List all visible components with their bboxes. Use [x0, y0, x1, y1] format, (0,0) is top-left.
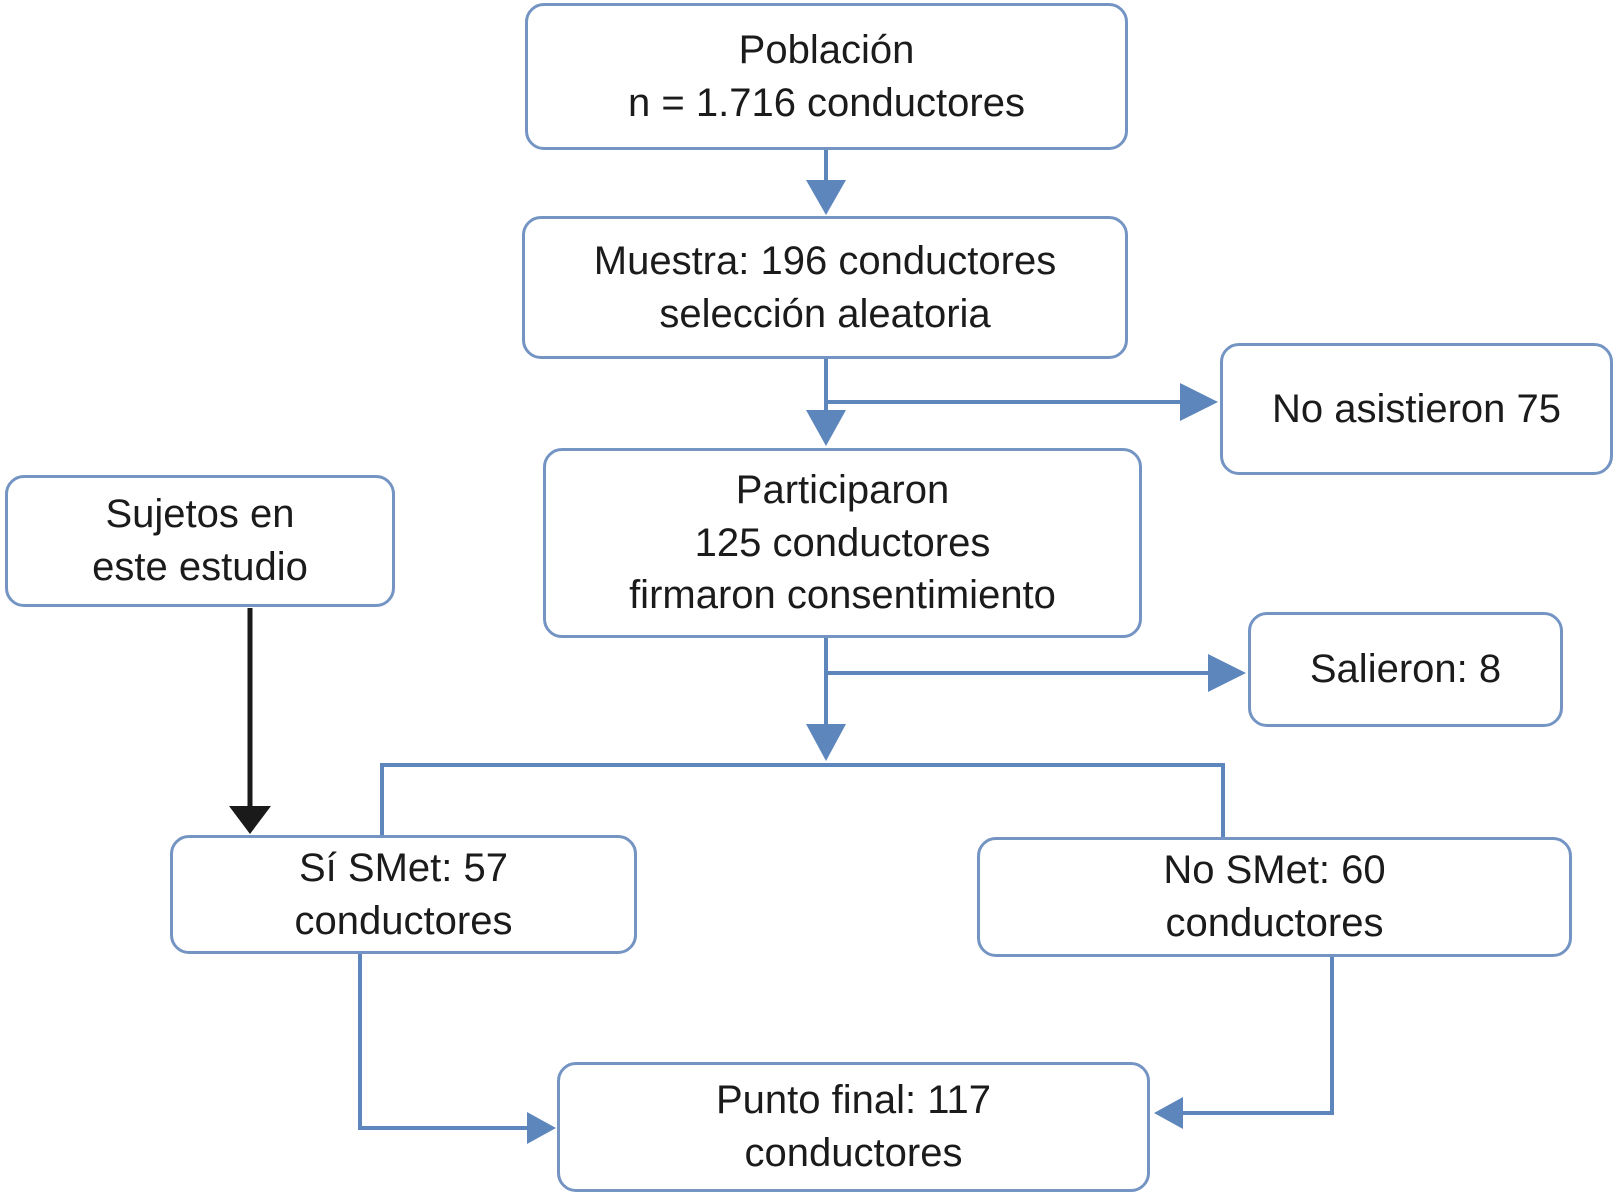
- node-participaron-line-3: firmaron consentimiento: [629, 573, 1056, 618]
- arrow-si-smet-to-punto-final: [358, 954, 556, 1144]
- node-poblacion: Población n = 1.716 conductores: [525, 3, 1128, 150]
- node-punto-final: Punto final: 117 conductores: [557, 1062, 1150, 1192]
- arrow-sujetos-to-si-smet: [229, 608, 271, 834]
- node-si-smet-line-1: Sí SMet: 57: [299, 845, 508, 890]
- node-poblacion-line-2: n = 1.716 conductores: [628, 80, 1025, 125]
- node-no-smet: No SMet: 60 conductores: [977, 837, 1572, 957]
- node-no-asistieron-line-1: No asistieron 75: [1271, 386, 1562, 431]
- node-muestra-line-2: selección aleatoria: [659, 291, 991, 336]
- node-salieron-line-1: Salieron: 8: [1309, 647, 1502, 692]
- node-participaron-line-1: Participaron: [735, 467, 950, 512]
- arrow-participaron-to-split: [806, 638, 846, 761]
- node-sujetos-line-2: este estudio: [92, 545, 308, 589]
- node-no-smet-line-2: conductores: [1165, 901, 1384, 945]
- arrow-poblacion-to-muestra: [806, 150, 846, 215]
- arrow-branch-to-salieron: [826, 654, 1246, 692]
- node-si-smet: Sí SMet: 57 conductores: [170, 835, 637, 954]
- node-participaron-line-2: 125 conductores: [694, 520, 991, 565]
- split-bracket: [380, 763, 1225, 838]
- node-sujetos-line-1: Sujetos en: [105, 492, 295, 537]
- node-no-smet-line-1: No SMet: 60: [1163, 848, 1386, 893]
- node-poblacion-line-1: Población: [738, 27, 915, 72]
- node-no-asistieron: No asistieron 75: [1220, 343, 1613, 475]
- node-muestra-line-1: Muestra: 196 conductores: [593, 238, 1057, 283]
- node-salieron: Salieron: 8: [1248, 612, 1563, 727]
- node-participaron: Participaron 125 conductores firmaron co…: [543, 448, 1142, 638]
- node-punto-final-line-2: conductores: [744, 1131, 963, 1175]
- node-sujetos: Sujetos en este estudio: [5, 475, 395, 607]
- node-si-smet-line-2: conductores: [294, 898, 513, 943]
- arrow-no-smet-to-punto-final: [1154, 957, 1334, 1129]
- node-punto-final-line-1: Punto final: 117: [715, 1078, 992, 1123]
- arrow-branch-to-no-asistieron: [826, 383, 1218, 421]
- node-muestra: Muestra: 196 conductores selección aleat…: [522, 216, 1128, 359]
